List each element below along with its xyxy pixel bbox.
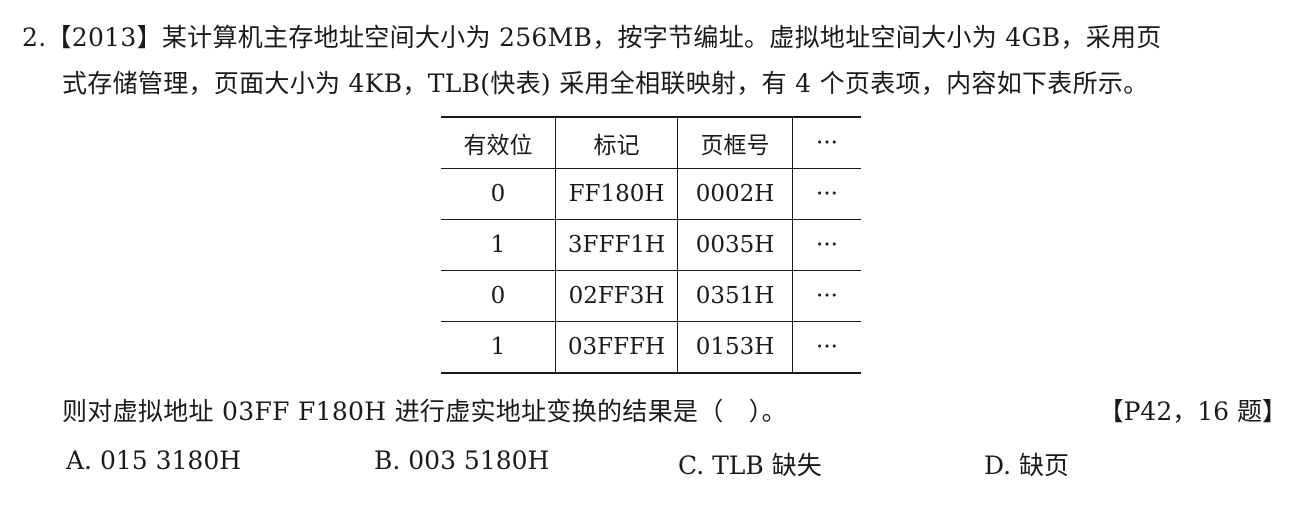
tlb-table: 有效位 标记 页框号 ··· 0 FF180H 0002H ··· 1 3FFF… [441, 116, 861, 374]
option-d: D. 缺页 [984, 451, 1070, 480]
option-b: B. 003 5180H [374, 446, 550, 475]
cell-tag: FF180H [555, 168, 678, 220]
header-valid-bit: 有效位 [441, 117, 556, 169]
cell-tag: 3FFF1H [555, 219, 678, 271]
cell-valid: 0 [441, 270, 556, 322]
header-tag: 标记 [555, 117, 678, 169]
question-line-1: 2.【2013】某计算机主存地址空间大小为 256MB，按字节编址。虚拟地址空间… [22, 23, 1162, 52]
header-frame-number: 页框号 [677, 117, 793, 169]
cell-frame: 0002H [677, 168, 793, 220]
cell-ellipsis: ··· [792, 168, 861, 220]
cell-frame: 0035H [677, 219, 793, 271]
cell-tag: 02FF3H [555, 270, 678, 322]
cell-frame: 0351H [677, 270, 793, 322]
header-ellipsis: ··· [792, 117, 861, 169]
page-reference: 【P42，16 题】 [1098, 397, 1287, 426]
cell-ellipsis: ··· [816, 334, 838, 360]
question-line-3: 则对虚拟地址 03FF F180H 进行虚实地址变换的结果是（ ）。 [62, 397, 787, 426]
cell-valid: 1 [441, 219, 556, 271]
cell-tag: 03FFFH [555, 321, 678, 373]
table-row: 0 FF180H 0002H ··· [441, 168, 861, 220]
table-row: 0 02FF3H 0351H ··· [441, 270, 861, 322]
cell-frame: 0153H [677, 321, 793, 373]
table-row: 1 03FFFH 0153H ··· [441, 321, 861, 373]
cell-valid: 0 [441, 168, 556, 220]
question-line-2: 式存储管理，页面大小为 4KB，TLB(快表) 采用全相联映射，有 4 个页表项… [62, 69, 1149, 98]
table-row: 1 3FFF1H 0035H ··· [441, 219, 861, 271]
option-c: C. TLB 缺失 [678, 451, 822, 480]
option-a: A. 015 3180H [66, 446, 242, 475]
cell-ellipsis: ··· [792, 270, 861, 322]
cell-valid: 1 [441, 321, 556, 373]
cell-ellipsis: ··· [792, 219, 861, 271]
table-header-row: 有效位 标记 页框号 ··· [441, 117, 861, 169]
